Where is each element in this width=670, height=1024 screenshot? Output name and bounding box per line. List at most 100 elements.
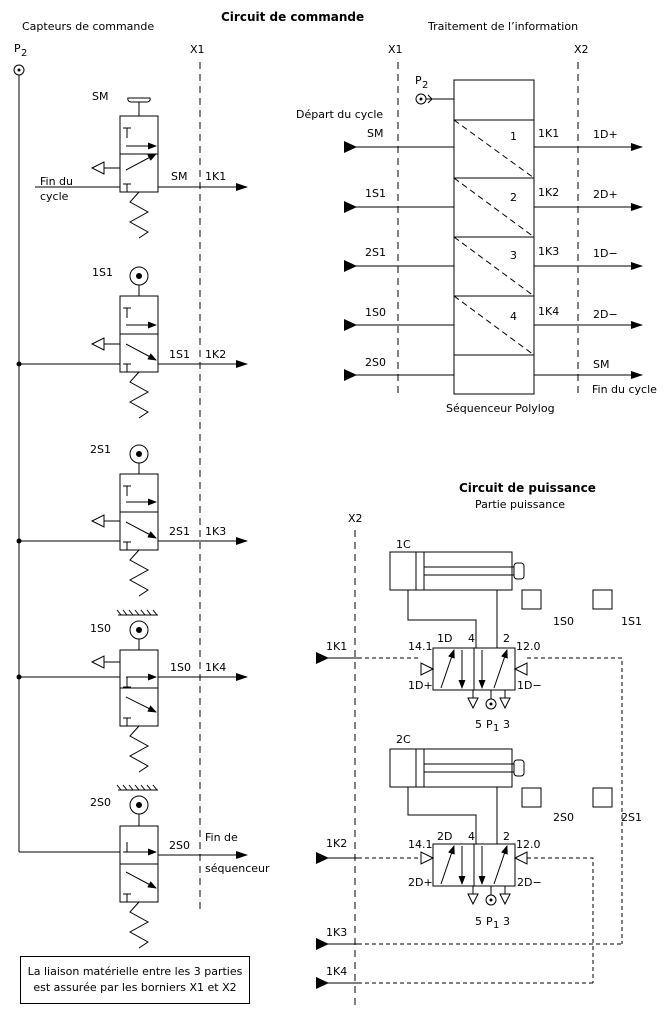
title-sensors: Capteurs de commande <box>22 20 154 33</box>
seq-act-out-3: 1D− <box>593 247 618 260</box>
seq-act-out-4: 2D− <box>593 308 618 321</box>
sensor-2s1-box <box>592 787 613 808</box>
cylinder-2c <box>389 748 525 788</box>
valve-2d-plus: 2D+ <box>408 876 433 889</box>
seq-step-out-1: 1K1 <box>538 127 559 140</box>
sensor-1s0-output: 1K4 <box>205 661 226 674</box>
valve-1d-exh-b: 3 <box>503 718 510 731</box>
valve-2d-minus: 2D− <box>517 876 542 889</box>
power-input-1k4: 1K4 <box>326 965 347 978</box>
sensor-1s1: 1S1 <box>90 266 159 419</box>
terminal-x2-power: X2 <box>348 512 363 525</box>
cylinder-1c <box>389 551 525 591</box>
terminal-x1-left: X1 <box>190 43 205 56</box>
title-power-sub: Partie puissance <box>475 498 565 511</box>
seq-step-out-4: 1K4 <box>538 305 559 318</box>
svg-text:P: P <box>415 74 422 87</box>
valve-1d-pilot-right: 12.0 <box>516 640 541 653</box>
step-1: 1 <box>510 130 517 143</box>
title-power: Circuit de puissance <box>459 481 596 495</box>
sensor-2s0: 2S0 <box>90 784 159 949</box>
step-4: 4 <box>510 310 517 323</box>
cyl-1c-sensor-b: 1S1 <box>621 615 642 628</box>
seq-input-3: 2S1 <box>365 246 386 259</box>
valve-1d-name: 1D <box>437 632 452 645</box>
cyl-1c-sensor-a: 1S0 <box>553 615 574 628</box>
valve-1d-exh-a: 5 <box>475 718 482 731</box>
valve-2d-port-a: 4 <box>468 830 475 843</box>
power-input-1k2: 1K2 <box>326 837 347 850</box>
valve-2d-pilot-left: 14.1 <box>408 838 433 851</box>
sensor-2s0-box <box>521 787 542 808</box>
sensor-1s0-signal: 1S0 <box>170 661 191 674</box>
pilot-2d-return <box>527 857 594 983</box>
sensor-sm-output: 1K1 <box>205 170 226 183</box>
seq-input-2: 1S1 <box>365 187 386 200</box>
valve-2d <box>420 843 528 906</box>
junction-2s1 <box>16 538 22 544</box>
power-input-1k1: 1K1 <box>326 640 347 653</box>
valve-1d-p1: P <box>486 718 493 731</box>
junction-1s1 <box>16 361 22 367</box>
title-command: Circuit de commande <box>221 10 364 24</box>
step-3: 3 <box>510 249 517 262</box>
cyl-2c-sensor-b: 2S1 <box>621 811 642 824</box>
valve-2d-p1: P <box>486 915 493 928</box>
seq-input-1: SM <box>367 127 383 140</box>
valve-1d-minus: 1D− <box>517 679 542 692</box>
sensor-sm: SM <box>90 90 159 239</box>
seq-act-out-2: 2D+ <box>593 188 618 201</box>
valve-2d-name: 2D <box>437 830 452 843</box>
sensor-sm-signal: SM <box>171 170 187 183</box>
terminal-x1-right: X1 <box>388 43 403 56</box>
sensor-sm-extra-2: cycle <box>40 190 69 203</box>
valve-2d-p1-sub: 1 <box>493 920 499 931</box>
cyl-2c-name: 2C <box>396 733 411 746</box>
seq-input-2-arrow <box>344 201 357 213</box>
sensor-2s1-signal: 2S1 <box>169 525 190 538</box>
note-box: La liaison matérielle entre les 3 partie… <box>20 956 250 1004</box>
svg-text:1S1: 1S1 <box>92 266 113 279</box>
sensor-2s1-output: 1K3 <box>205 525 226 538</box>
sensor-1s1-output: 1K2 <box>205 348 226 361</box>
seq-input-3-arrow <box>344 260 357 272</box>
sensor-1s0: 1S0 <box>90 609 159 773</box>
sensor-2s0-output-1: Fin de <box>205 831 238 844</box>
sequencer-block <box>453 79 535 395</box>
sequencer-start: Départ du cycle <box>296 108 383 121</box>
seq-input-5-arrow <box>344 369 357 381</box>
svg-text:SM: SM <box>92 90 108 103</box>
valve-2d-pilot-right: 12.0 <box>516 838 541 851</box>
svg-text:2: 2 <box>422 80 428 91</box>
valve-2d-exh-a: 5 <box>475 915 482 928</box>
valve-1d-pilot-left: 14.1 <box>408 640 433 653</box>
seq-input-4-arrow <box>344 319 357 331</box>
valve-1d-port-a: 4 <box>468 632 475 645</box>
svg-text:P: P <box>14 42 21 55</box>
title-processing: Traitement de l’information <box>427 20 578 33</box>
seq-input-5: 2S0 <box>365 356 386 369</box>
seq-input-4: 1S0 <box>365 306 386 319</box>
valve-1d <box>420 647 528 710</box>
sensor-2s1: 2S1 <box>90 443 159 597</box>
sensor-1s0-box <box>521 589 542 610</box>
cyl-2c-sensor-a: 2S0 <box>553 811 574 824</box>
seq-step-out-5: SM <box>593 358 609 371</box>
svg-text:2S0: 2S0 <box>90 796 111 809</box>
sensor-1s1-signal: 1S1 <box>169 348 190 361</box>
power-input-1k3: 1K3 <box>326 926 347 939</box>
valve-1d-port-b: 2 <box>503 632 510 645</box>
sequencer-label: Séquenceur Polylog <box>446 402 555 415</box>
sensor-sm-extra-1: Fin du <box>40 175 73 188</box>
seq-act-out-5: Fin du cycle <box>592 383 657 396</box>
valve-2d-exh-b: 3 <box>503 915 510 928</box>
sensor-2s0-signal: 2S0 <box>169 839 190 852</box>
terminal-x2-top: X2 <box>574 43 589 56</box>
sensor-2s0-output-2: séquenceur <box>205 862 270 875</box>
sensor-1s1-box <box>592 589 613 610</box>
svg-text:2: 2 <box>21 48 27 59</box>
valve-1d-p1-sub: 1 <box>493 723 499 734</box>
